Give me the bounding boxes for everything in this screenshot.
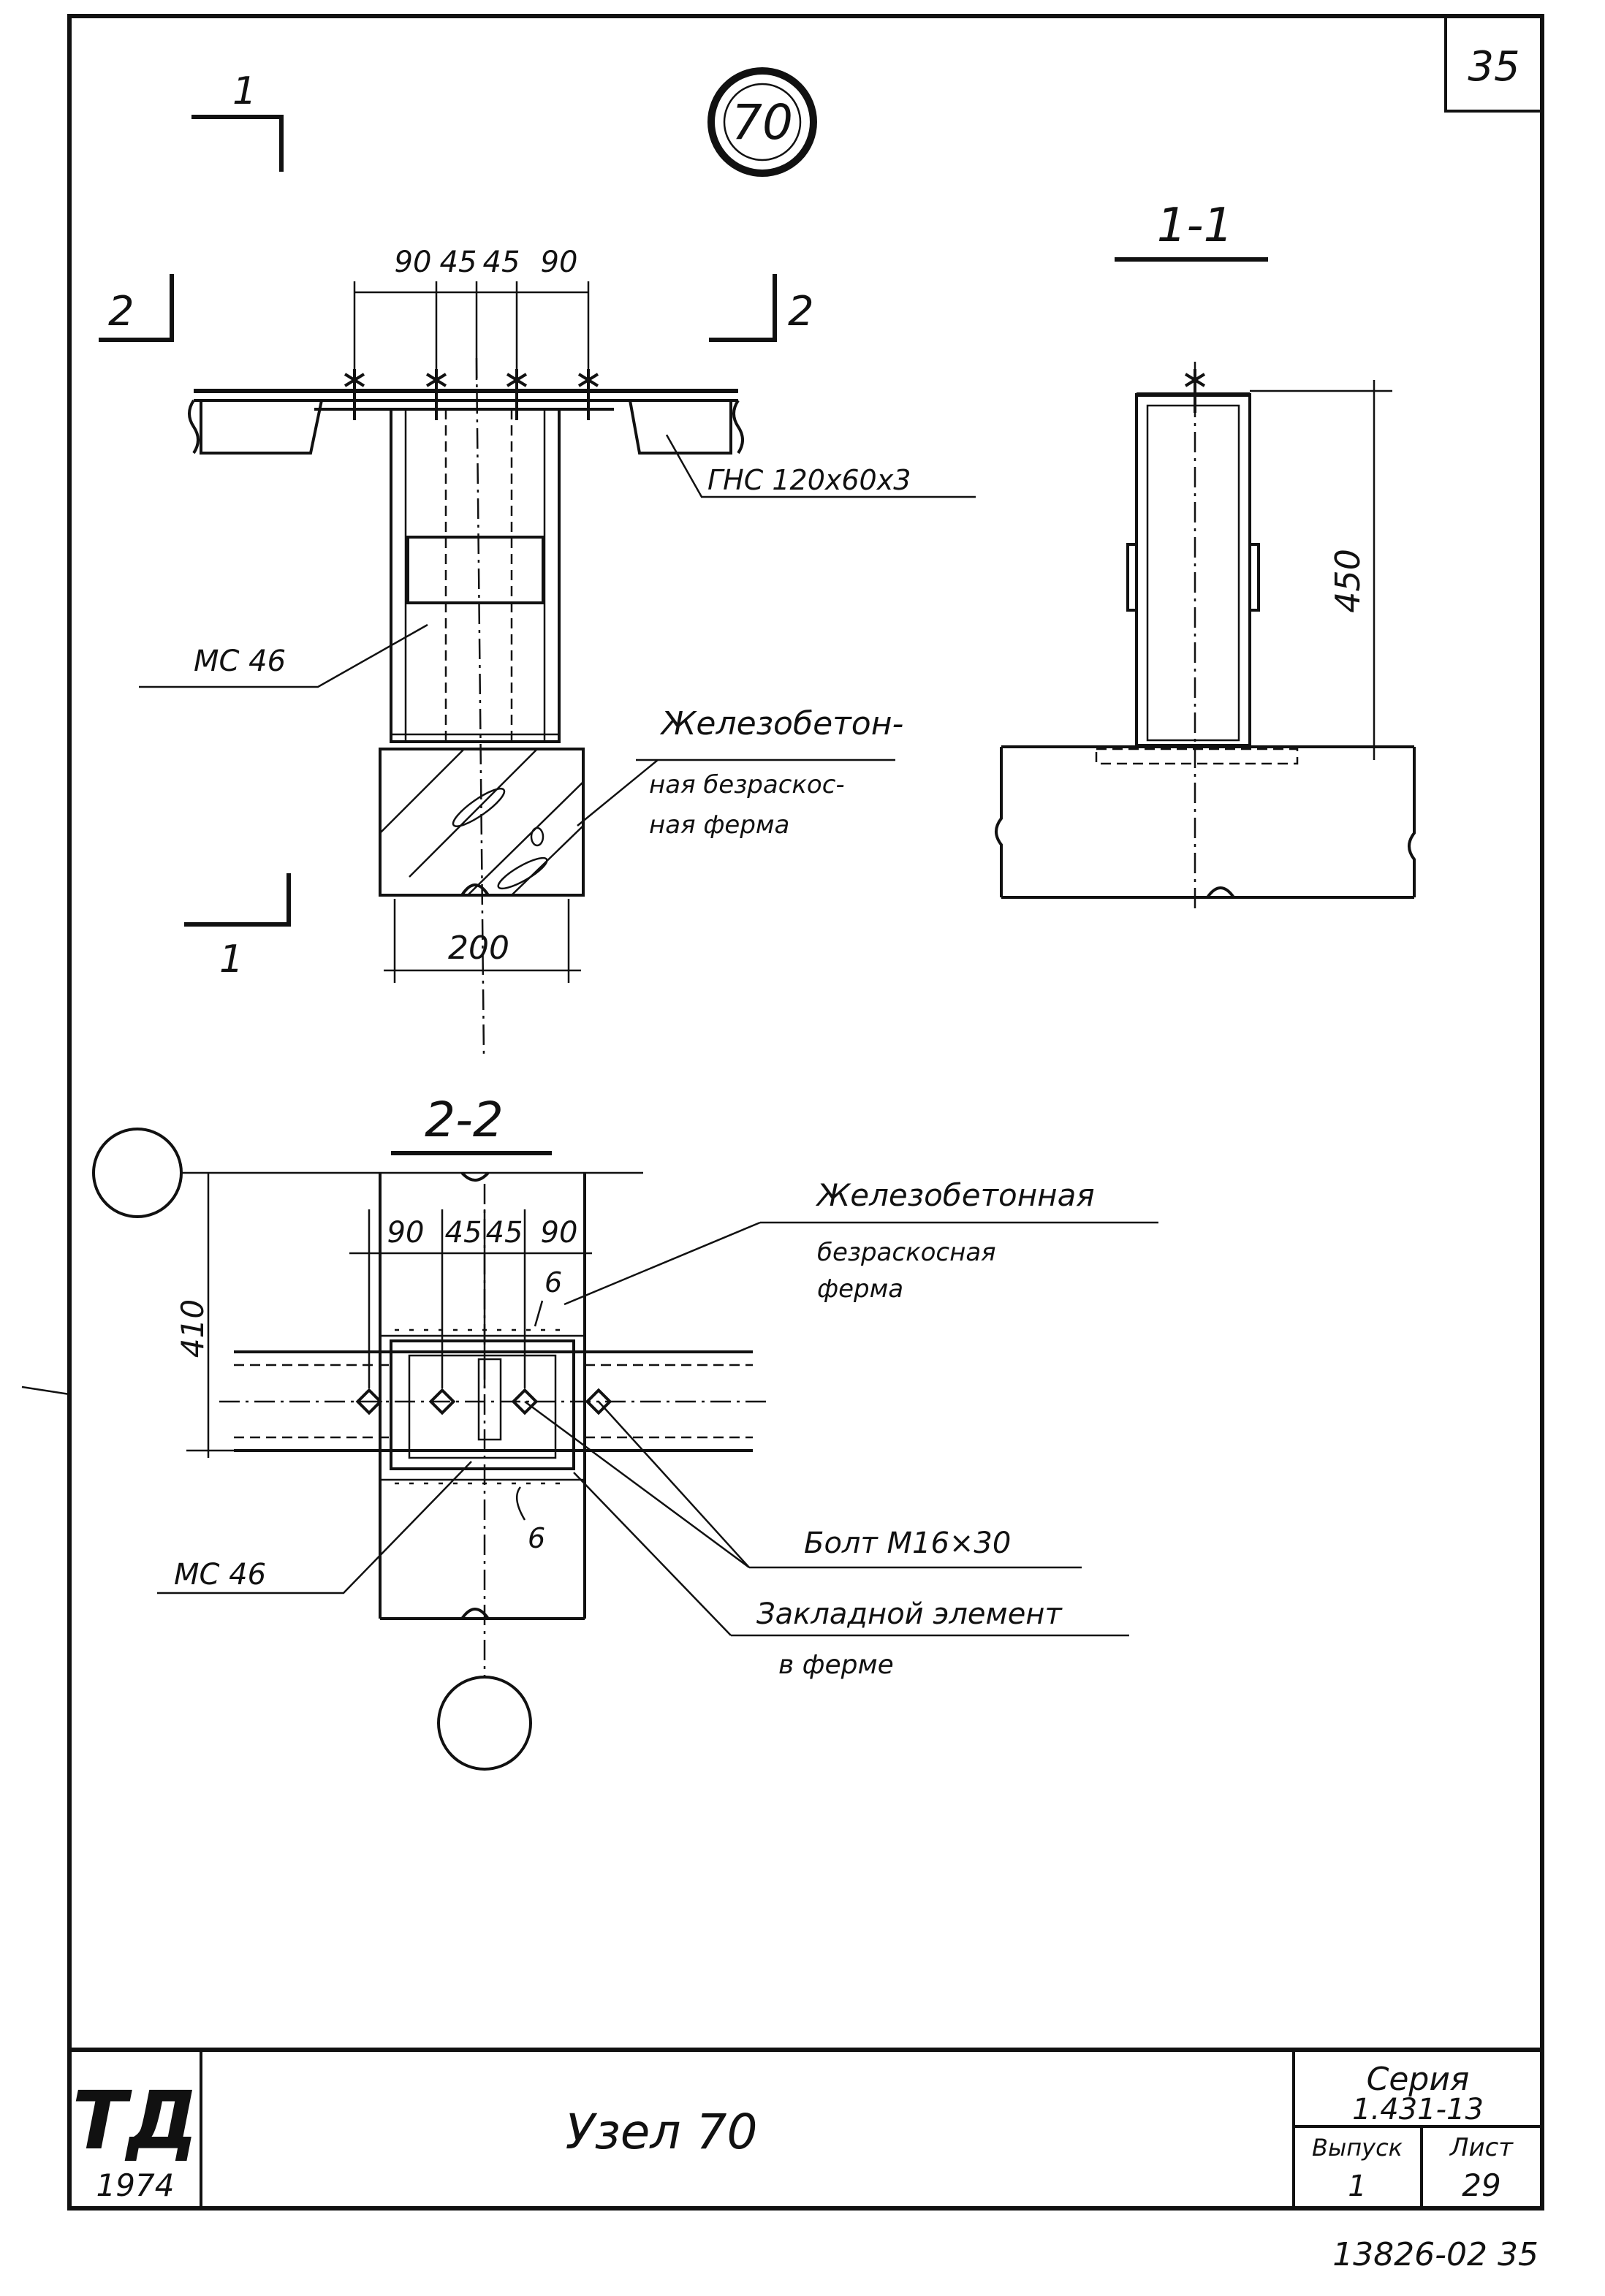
sheet-frame xyxy=(67,14,1544,2211)
section-mark-label: 1 xyxy=(232,69,257,113)
section-1-1-dim-height: 450 xyxy=(1328,549,1367,613)
s22-weld-top: 6 xyxy=(545,1266,562,1299)
front-dim-45-right: 45 xyxy=(483,246,520,279)
front-dim-45-left: 45 xyxy=(440,246,477,279)
front-post xyxy=(390,408,561,743)
series-label: Серия xyxy=(1367,2061,1470,2098)
series-value: 1.431-13 xyxy=(1352,2093,1484,2126)
front-plate xyxy=(406,536,545,604)
s22-dim-45-right: 45 xyxy=(486,1216,523,1250)
corner-number: 35 xyxy=(1468,43,1519,91)
logo: ТД xyxy=(72,2074,198,2167)
section-mark-label: 2 xyxy=(108,288,134,335)
label-embed-2: в ферме xyxy=(778,1650,894,1680)
node-number-badge: 70 xyxy=(707,67,817,177)
label-profile: ГНС 120x60x3 xyxy=(707,464,911,496)
callout-profile: ГНС 120x60x3 xyxy=(665,434,976,498)
section-1-1-view: 1-1 450 xyxy=(995,199,1416,913)
section-2-2-view: 2-2 xyxy=(92,1092,1158,1771)
section-mark-label: 1 xyxy=(219,938,243,981)
section-1-1-title: 1-1 xyxy=(1157,199,1234,253)
front-axis xyxy=(475,357,485,1057)
section-mark-2-right: 2 xyxy=(709,274,814,342)
label-truss-front-1: Железобетон- xyxy=(659,705,903,742)
axis-circle-left xyxy=(92,1128,183,1218)
sheet-label: Лист xyxy=(1449,2133,1514,2162)
title-block: ТД 1974 Узел 70 Серия 1.431-13 Выпуск 1 … xyxy=(69,2048,1542,2208)
front-dim-chain: 90 45 45 90 xyxy=(353,246,590,380)
issue-label: Выпуск xyxy=(1312,2134,1403,2162)
section-mark-1-bottom: 1 xyxy=(184,873,291,981)
callout-truss-front: Железобетон- ная безраскос- ная ферма xyxy=(577,705,903,840)
label-bolt: Болт М16×30 xyxy=(804,1527,1011,1560)
section-mark-1-top: 1 xyxy=(191,69,284,172)
corner-number-box: 35 xyxy=(1444,15,1544,113)
s22-dim-90-left: 90 xyxy=(387,1216,425,1250)
callout-plate-front: МС 46 xyxy=(139,623,428,688)
issue-value: 1 xyxy=(1348,2170,1366,2203)
s22-dim-height: 410 xyxy=(175,1299,210,1358)
section-2-2-dim-chain: 90 45 45 90 xyxy=(349,1209,592,1388)
front-view: 90 45 45 90 xyxy=(139,246,976,1057)
year: 1974 xyxy=(96,2167,175,2203)
node-number: 70 xyxy=(732,94,793,151)
label-truss-front-3: ная ферма xyxy=(649,810,789,840)
front-top-rail xyxy=(188,389,744,455)
front-bolts xyxy=(344,369,599,420)
label-truss-front-2: ная безраскос- xyxy=(649,770,845,799)
section-mark-label: 2 xyxy=(788,288,814,335)
callout-embed: Закладной элемент в ферме xyxy=(573,1472,1129,1680)
callout-plate-s22: МС 46 xyxy=(157,1461,472,1594)
callout-truss-s22: Железобетонная безраскосная ферма xyxy=(564,1177,1158,1306)
s22-weld-bottom: 6 xyxy=(528,1522,545,1554)
label-truss-s22-2: безраскосная xyxy=(817,1238,996,1267)
label-truss-s22-1: Железобетонная xyxy=(815,1177,1095,1213)
section-mark-2-left: 2 xyxy=(99,274,174,342)
weld-marks xyxy=(395,1328,570,1485)
sheet-value: 29 xyxy=(1462,2167,1500,2203)
binding-mark xyxy=(21,1385,70,1396)
front-dim-width: 200 xyxy=(448,930,509,967)
axis-circle-bottom xyxy=(437,1676,532,1771)
label-plate-s22: МС 46 xyxy=(174,1558,266,1592)
bolt-holes xyxy=(355,1388,612,1415)
front-dim-90-left: 90 xyxy=(395,246,432,279)
label-embed-1: Закладной элемент xyxy=(756,1597,1063,1631)
label-truss-s22-3: ферма xyxy=(817,1274,903,1304)
label-plate-front: МС 46 xyxy=(194,645,286,678)
callout-bolt: Болт М16×30 xyxy=(524,1400,1082,1569)
section-2-2-title: 2-2 xyxy=(425,1092,504,1148)
archive-number: 13826-02 35 xyxy=(1332,2236,1538,2273)
front-dim-200: 200 xyxy=(384,899,581,983)
s22-dim-45-left: 45 xyxy=(445,1216,482,1250)
drawing-title: Узел 70 xyxy=(565,2104,757,2160)
section-2-2-dim-410: 410 xyxy=(175,1173,234,1458)
s22-dim-90-right: 90 xyxy=(541,1216,578,1250)
front-dim-90-right: 90 xyxy=(541,246,578,279)
